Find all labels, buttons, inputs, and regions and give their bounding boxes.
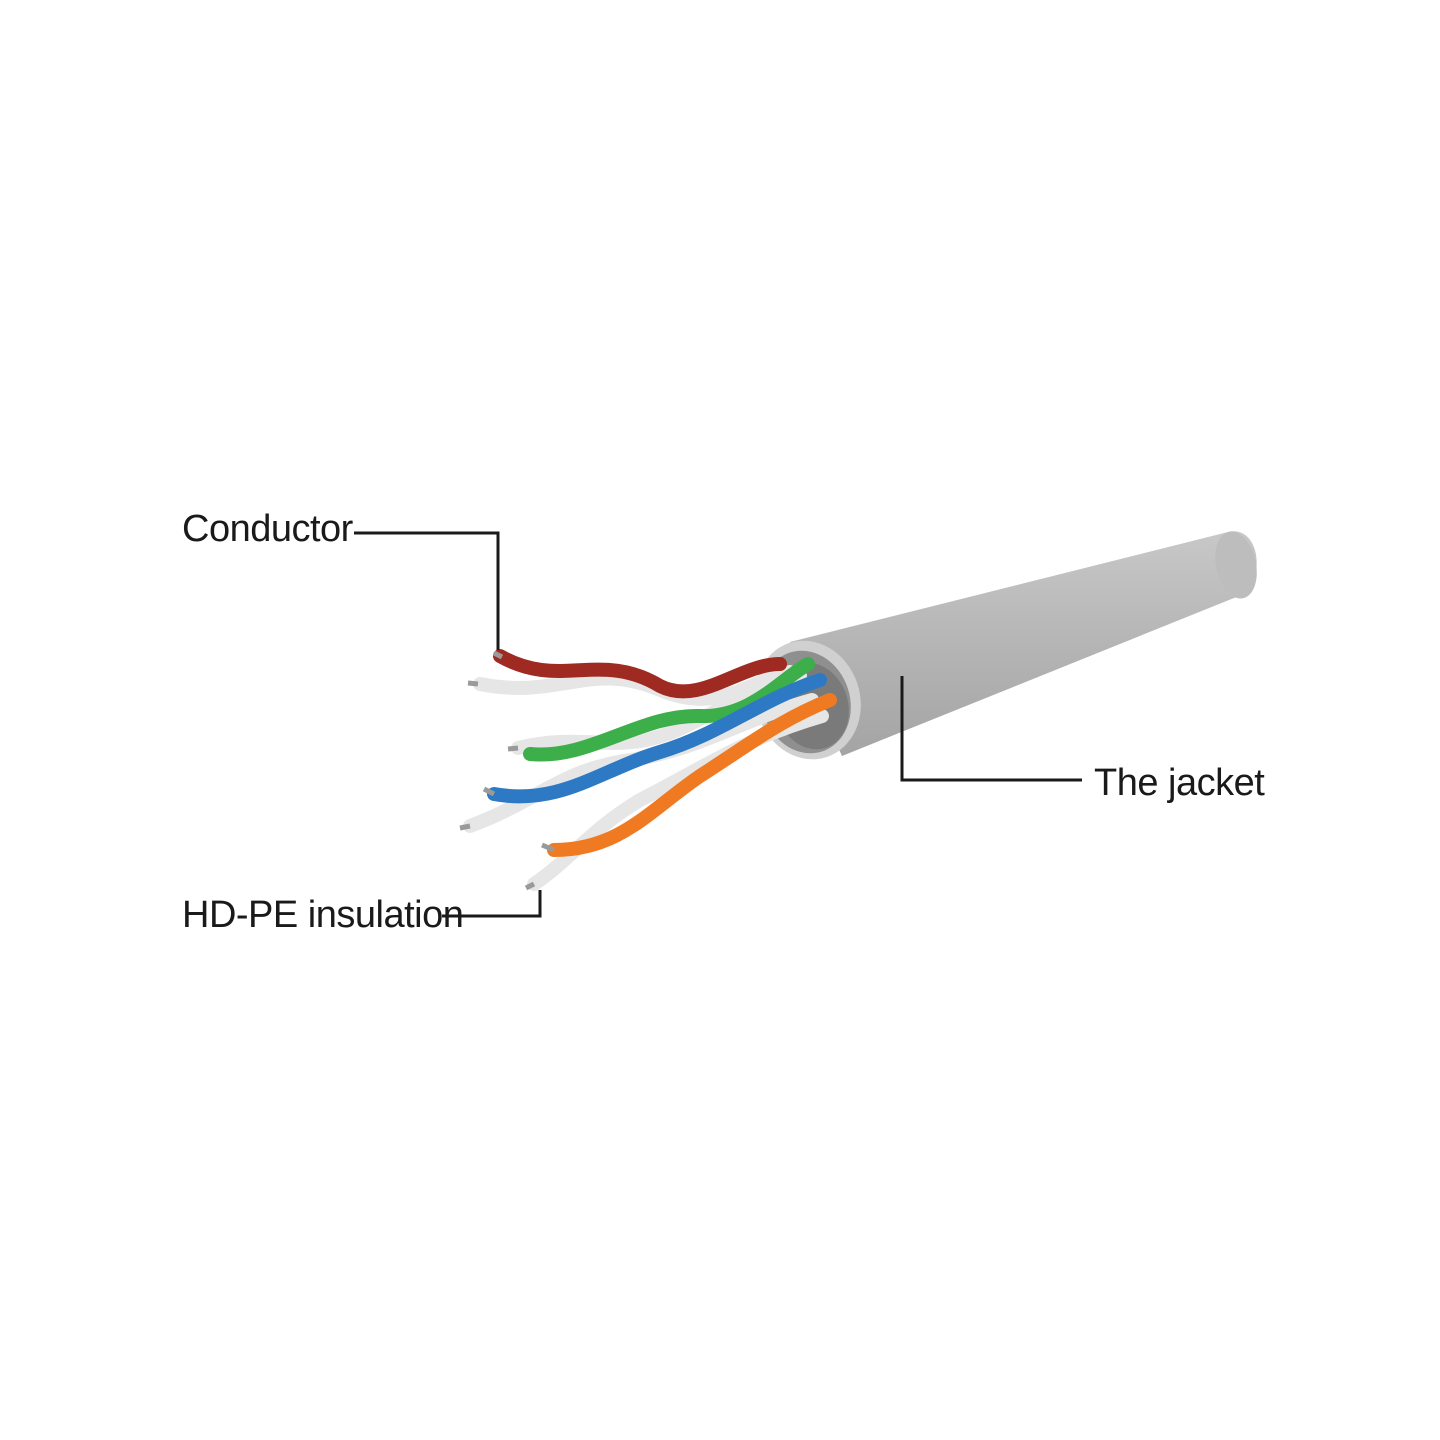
leader-jacket	[900, 676, 1082, 782]
leader-conductor	[354, 531, 500, 650]
label-insulation: HD-PE insulation	[182, 894, 464, 936]
pair-green	[507, 657, 815, 762]
conductor-tip-brown	[492, 650, 504, 660]
conductor-tip-white-orange	[524, 881, 536, 891]
wire-orange	[547, 693, 837, 857]
conductor-tip-orange	[541, 842, 555, 853]
conductor-tip-blue	[482, 786, 496, 797]
label-jacket: The jacket	[1094, 762, 1265, 804]
conductor-tip-white-brown	[467, 680, 479, 687]
label-conductor: Conductor	[182, 508, 353, 550]
pair-blue	[459, 673, 827, 833]
conductor-tip-green	[507, 745, 519, 752]
jacket-far-end	[1215, 531, 1257, 599]
twisted-pairs	[459, 649, 837, 891]
leader-insulation	[442, 890, 542, 918]
pair-brown	[467, 649, 797, 706]
cable-jacket	[755, 531, 1257, 760]
wire-blue	[487, 673, 827, 804]
jacket-body	[790, 531, 1257, 756]
pair-orange	[524, 693, 837, 891]
wire-brown	[493, 649, 787, 699]
wire-green	[523, 657, 815, 762]
leader-lines	[354, 531, 1082, 918]
conductor-tip-white-blue	[459, 823, 471, 831]
